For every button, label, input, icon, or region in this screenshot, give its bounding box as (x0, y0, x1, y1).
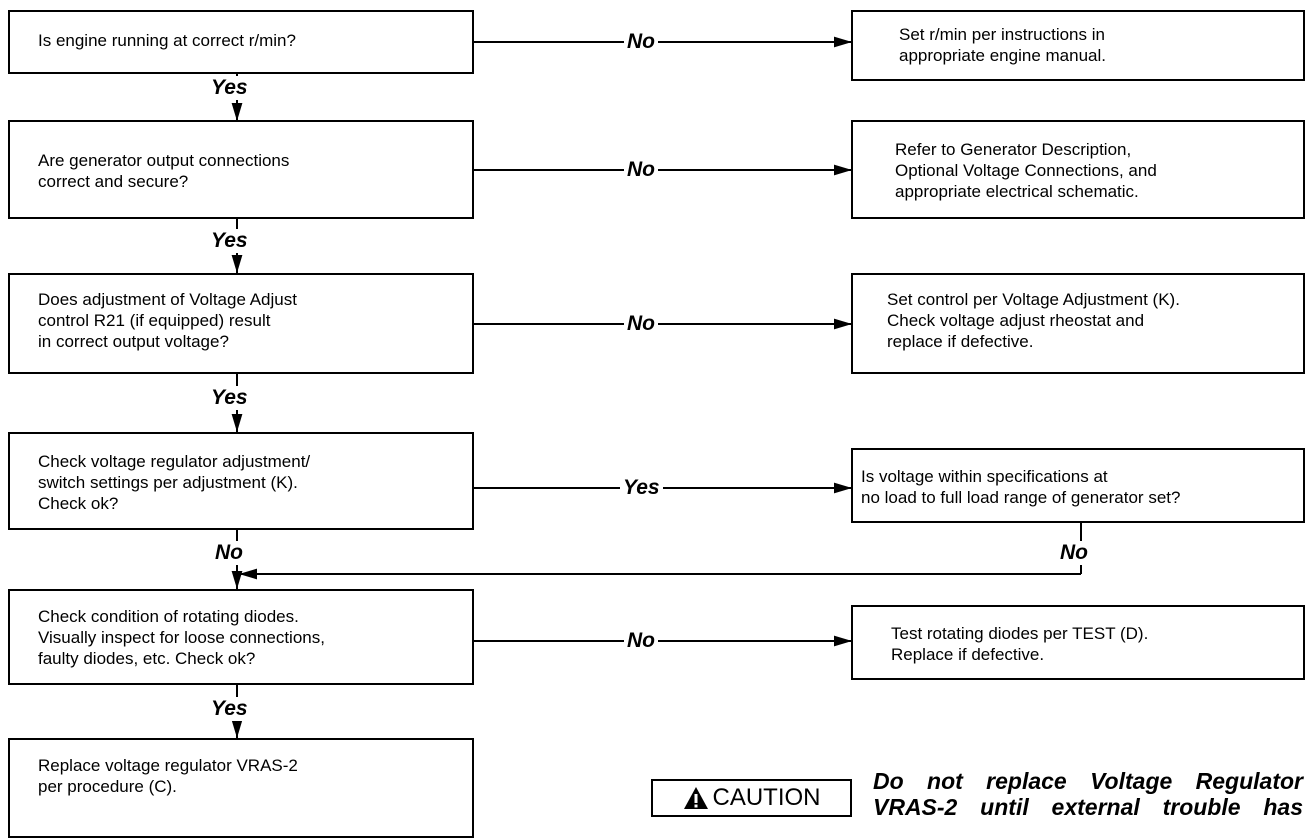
box-text: Test rotating diodes per TEST (D). Repla… (891, 624, 1149, 664)
engine-speed-question-box: Is engine running at correct r/min? (8, 10, 474, 74)
output-connections-question-box: Are generator output connections correct… (8, 120, 474, 219)
no-label: No (624, 629, 658, 653)
no-label: No (212, 541, 246, 565)
voltage-adjustment-action-box: Set control per Voltage Adjustment (K). … (851, 273, 1305, 374)
yes-label: Yes (208, 76, 251, 100)
box-text: Check voltage regulator adjustment/ swit… (38, 452, 311, 513)
warning-triangle-icon (683, 787, 708, 809)
voltage-adjust-question-box: Does adjustment of Voltage Adjust contro… (8, 273, 474, 374)
caution-label: CAUTION (712, 784, 821, 811)
box-text: Is voltage within specifications at no l… (861, 467, 1181, 507)
caution-message: Do not replace Voltage Regulator VRAS-2 … (873, 768, 1303, 820)
yes-label: Yes (208, 697, 251, 721)
regulator-adjustment-question-box: Check voltage regulator adjustment/ swit… (8, 432, 474, 530)
box-text: Does adjustment of Voltage Adjust contro… (38, 290, 297, 351)
box-text: Are generator output connections correct… (38, 151, 290, 191)
generator-description-action-box: Refer to Generator Description, Optional… (851, 120, 1305, 219)
box-text: Check condition of rotating diodes. Visu… (38, 607, 325, 668)
rotating-diodes-question-box: Check condition of rotating diodes. Visu… (8, 589, 474, 685)
replace-regulator-box: Replace voltage regulator VRAS-2 per pro… (8, 738, 474, 838)
box-text: Is engine running at correct r/min? (38, 31, 296, 50)
no-label: No (624, 30, 658, 54)
box-text: Set r/min per instructions in appropriat… (899, 25, 1106, 65)
caution-badge: CAUTION (651, 779, 852, 817)
box-text: Replace voltage regulator VRAS-2 per pro… (38, 756, 298, 796)
box-text: Refer to Generator Description, Optional… (895, 140, 1157, 201)
box-text: Set control per Voltage Adjustment (K). … (887, 290, 1180, 351)
set-rmin-action-box: Set r/min per instructions in appropriat… (851, 10, 1305, 81)
yes-label: Yes (620, 476, 663, 500)
yes-label: Yes (208, 229, 251, 253)
yes-label: Yes (208, 386, 251, 410)
no-label: No (624, 158, 658, 182)
voltage-spec-question-box: Is voltage within specifications at no l… (851, 448, 1305, 523)
no-label: No (624, 312, 658, 336)
test-diodes-action-box: Test rotating diodes per TEST (D). Repla… (851, 605, 1305, 680)
no-label: No (1057, 541, 1091, 565)
